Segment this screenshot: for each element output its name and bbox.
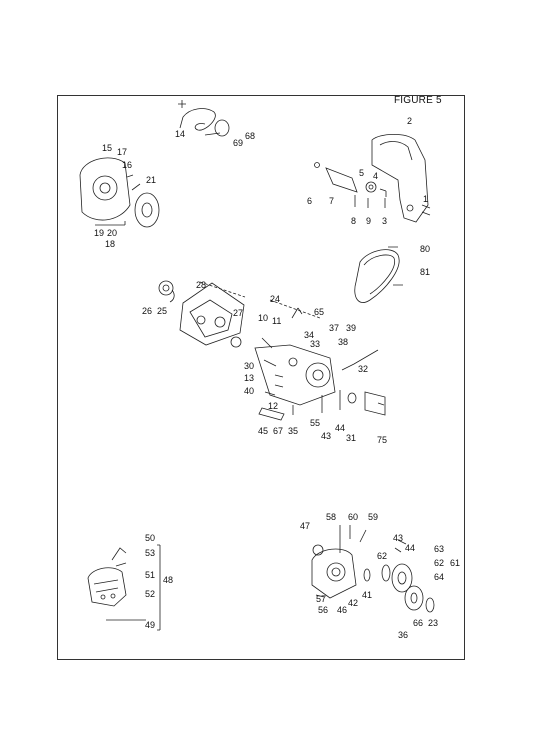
callout-75: 75 — [377, 435, 388, 445]
figure-title: FIGURE 5 — [394, 95, 442, 106]
callout-12: 12 — [268, 401, 279, 411]
callout-31: 31 — [346, 433, 357, 443]
drive-belt-part — [354, 246, 403, 303]
callout-40: 40 — [244, 386, 255, 396]
callout-35: 35 — [288, 426, 299, 436]
callout-15: 15 — [102, 143, 113, 153]
callout-2: 2 — [407, 116, 413, 126]
callout-48: 48 — [163, 575, 174, 585]
callout-26: 26 — [142, 306, 153, 316]
callout-13: 13 — [244, 373, 255, 383]
callout-8: 8 — [351, 216, 357, 226]
callout-39: 39 — [346, 323, 357, 333]
oil-pump-assembly — [254, 337, 386, 421]
air-filter-cover-part — [87, 544, 161, 631]
callout-66: 66 — [413, 618, 424, 628]
callout-19: 19 — [94, 228, 105, 238]
callout-69: 69 — [233, 138, 244, 148]
callout-23: 23 — [428, 618, 439, 628]
callout-44: 44 — [335, 423, 346, 433]
callout-1: 1 — [423, 194, 429, 204]
callout-62: 62 — [377, 551, 388, 561]
callout-32: 32 — [358, 364, 369, 374]
callout-10: 10 — [258, 313, 269, 323]
callout-45: 45 — [258, 426, 269, 436]
callout-14: 14 — [175, 129, 186, 139]
callout-49: 49 — [145, 620, 156, 630]
figure-frame — [57, 95, 465, 660]
callout-58: 58 — [326, 512, 337, 522]
callout-68: 68 — [245, 131, 256, 141]
callout-36: 36 — [398, 630, 409, 640]
callout-4: 4 — [373, 171, 379, 181]
callout-25: 25 — [157, 306, 168, 316]
callout-62b: 62 — [434, 558, 445, 568]
callout-61: 61 — [450, 558, 461, 568]
callout-56: 56 — [318, 605, 329, 615]
callout-34: 34 — [304, 330, 315, 340]
callout-81: 81 — [420, 267, 431, 277]
callout-52: 52 — [145, 589, 156, 599]
callout-11: 11 — [272, 316, 282, 326]
callout-51: 51 — [145, 570, 156, 580]
hand-guard-assembly — [314, 133, 431, 223]
callout-28: 28 — [196, 280, 207, 290]
callout-33: 33 — [310, 339, 321, 349]
callout-7: 7 — [329, 196, 335, 206]
crankcase-part — [158, 280, 321, 348]
callout-43: 43 — [321, 431, 332, 441]
callout-16: 16 — [122, 160, 133, 170]
callout-46: 46 — [337, 605, 348, 615]
callout-64: 64 — [434, 572, 445, 582]
callout-20: 20 — [107, 228, 118, 238]
callout-18: 18 — [105, 239, 116, 249]
callout-27: 27 — [233, 308, 244, 318]
callout-43b: 43 — [393, 533, 404, 543]
callout-63: 63 — [434, 544, 445, 554]
callout-67: 67 — [273, 426, 284, 436]
clutch-sprocket-assembly — [311, 525, 435, 613]
callout-5: 5 — [359, 168, 365, 178]
callout-47: 47 — [300, 521, 311, 531]
callout-21: 21 — [146, 175, 157, 185]
callout-55: 55 — [310, 418, 321, 428]
ignition-cable-part — [178, 100, 230, 137]
callout-38: 38 — [338, 337, 349, 347]
callout-24: 24 — [270, 294, 281, 304]
callout-9: 9 — [366, 216, 372, 226]
callout-50: 50 — [145, 533, 156, 543]
callout-53: 53 — [145, 548, 156, 558]
callout-80: 80 — [420, 244, 431, 254]
callout-42: 42 — [348, 598, 359, 608]
callout-3: 3 — [382, 216, 388, 226]
callout-65: 65 — [314, 307, 325, 317]
callout-37: 37 — [329, 323, 340, 333]
callout-30: 30 — [244, 361, 255, 371]
callout-41: 41 — [362, 590, 373, 600]
starter-housing-part — [79, 157, 160, 228]
callout-17: 17 — [117, 147, 128, 157]
callout-59: 59 — [368, 512, 379, 522]
callout-60: 60 — [348, 512, 359, 522]
callout-57: 57 — [316, 594, 327, 604]
callout-44b: 44 — [405, 543, 416, 553]
callout-6: 6 — [307, 196, 313, 206]
